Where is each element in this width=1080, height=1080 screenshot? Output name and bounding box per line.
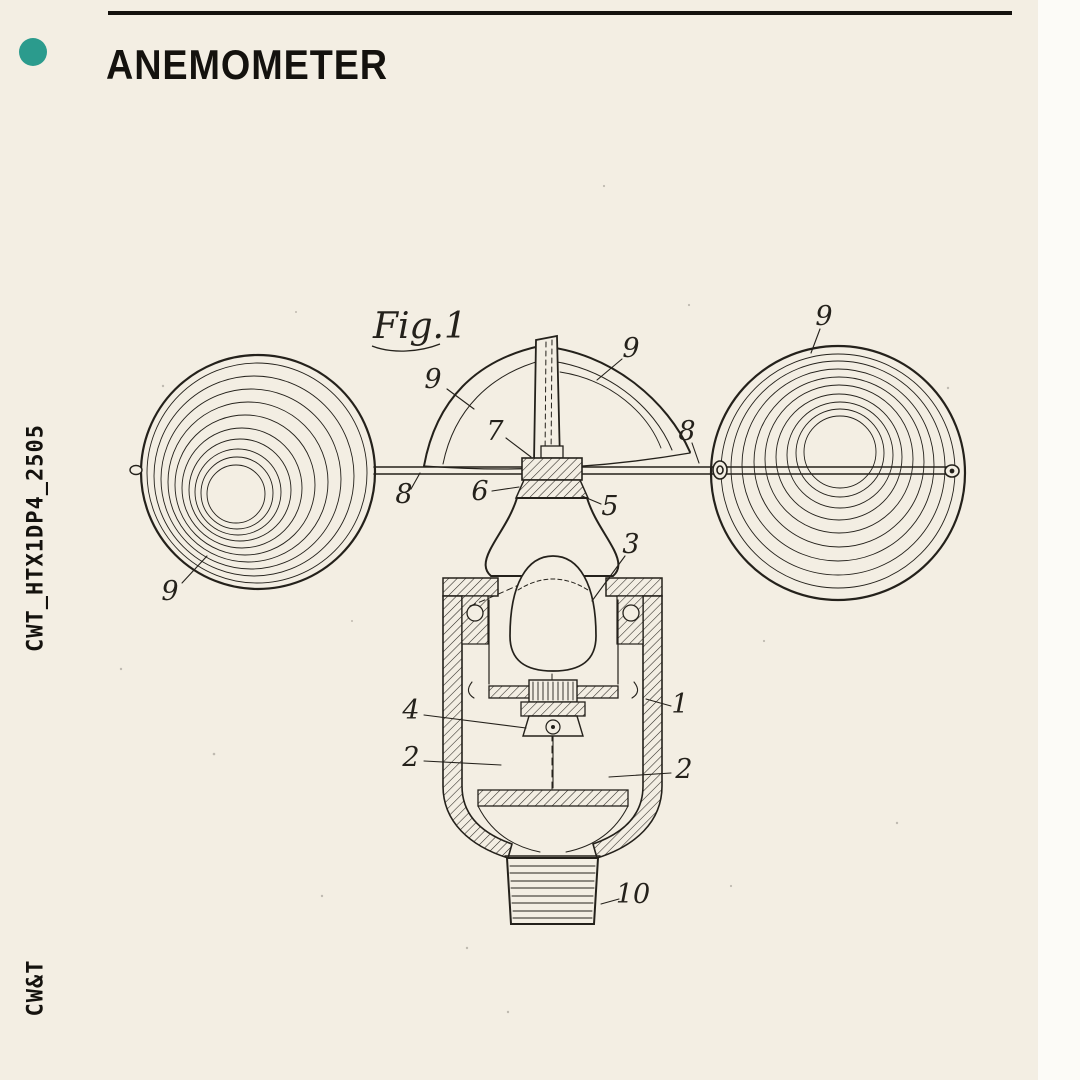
page-title: ANEMOMETER [106,41,389,88]
part-label-2-cavity-left: 2 [401,742,419,773]
figure-linework [129,328,967,925]
part-label-9-left-cup: 9 [161,576,178,607]
part-label-4-bearing: 4 [401,695,419,726]
left-cup-rings [146,362,368,584]
housing-wall-right [592,595,663,860]
rotor-hub [514,445,590,499]
front-cup-edge [533,334,561,463]
part-label-9-front-cup: 9 [424,364,441,395]
part-label-9-back-cup: 9 [622,333,639,364]
paper-specks [119,184,950,1014]
arm-joint-right-cup [712,460,728,480]
part-label-1-housing: 1 [671,689,688,720]
part-label-2-cavity-right: 2 [674,754,692,785]
threaded-nipple [504,855,601,925]
screw-left [466,604,484,622]
part-label-3-chamber: 3 [622,529,639,560]
interior-floor [477,789,629,853]
right-cup [709,344,967,602]
right-margin-strip [1038,0,1080,1080]
part-label-8-left-arm: 8 [395,479,412,510]
part-label-8-right-arm: 8 [678,416,695,447]
part-label-6-collar: 6 [471,476,488,507]
accent-dot [19,38,47,66]
right-cup-rings [720,353,956,589]
bell-cover [484,497,620,577]
inner-chamber [469,555,597,672]
rotor-arm [373,460,960,480]
left-cup [129,353,377,591]
left-cup-spindle-tip [129,464,143,476]
screw-right [622,604,640,622]
figure-caption: Fig.1 [372,306,467,347]
bearing-stack [488,679,619,789]
housing-body [442,577,663,860]
part-label-10-threads: 10 [616,879,650,910]
housing-wall-left [442,595,513,860]
part-label-5-collar: 5 [601,491,618,522]
leader-lines [181,328,821,905]
part-label-9-right-cup: 9 [815,301,832,332]
hub-collar [514,479,590,499]
top-rule [108,11,1012,15]
part-label-7-hub: 7 [486,416,504,447]
